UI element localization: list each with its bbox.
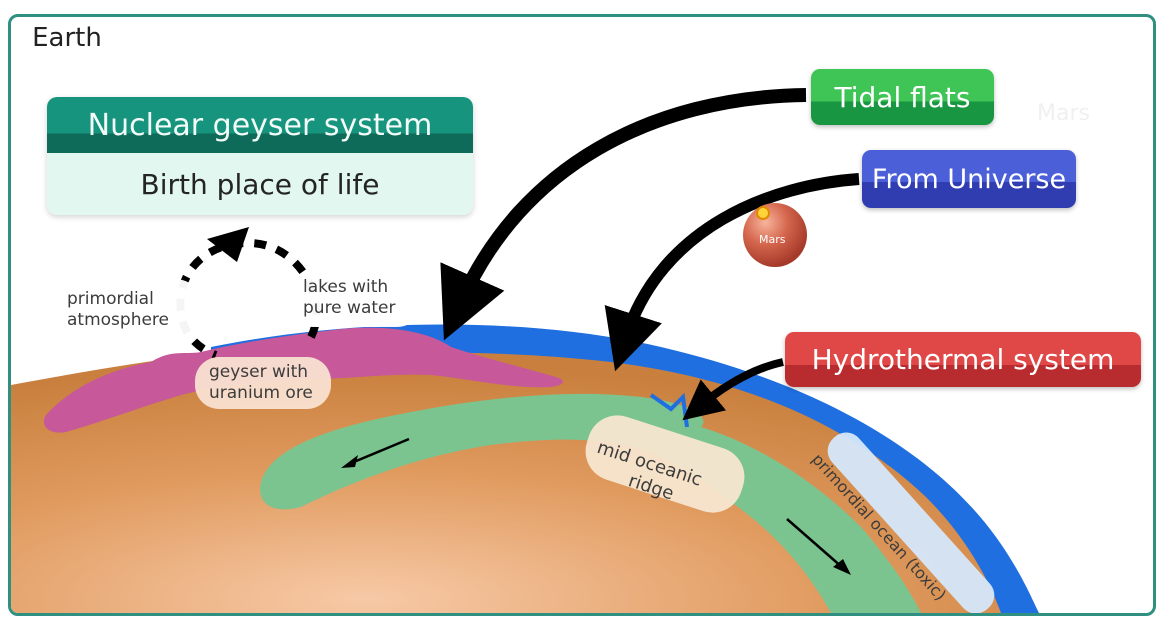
nuclear-geyser-card: Nuclear geyser system Birth place of lif… <box>47 97 473 215</box>
primordial-line2: atmosphere <box>67 310 169 331</box>
arrow-from-universe <box>626 179 859 337</box>
diagram-frame: Nuclear geyser system Birth place of lif… <box>8 14 1156 616</box>
mars-watermark: Mars <box>1037 101 1090 126</box>
geyser-line2: uranium ore <box>209 383 313 404</box>
geyser-line1: geyser with <box>209 362 313 383</box>
primordial-atmosphere-label: primordial atmosphere <box>67 289 169 331</box>
geyser-label: geyser with uranium ore <box>209 362 313 404</box>
lakes-line2: pure water <box>303 298 395 319</box>
cycle-arrowhead <box>207 227 249 262</box>
nuclear-geyser-title: Nuclear geyser system <box>47 97 473 153</box>
hydrothermal-system-box: Hydrothermal system <box>785 332 1141 387</box>
lakes-label: lakes with pure water <box>303 277 395 319</box>
mars-label: Mars <box>759 233 786 246</box>
impact-spark-icon <box>757 207 769 219</box>
lakes-line1: lakes with <box>303 277 395 298</box>
tidal-flats-box: Tidal flats <box>811 69 994 125</box>
primordial-line1: primordial <box>67 289 169 310</box>
birth-place-subtitle: Birth place of life <box>47 153 473 215</box>
from-universe-box: From Universe <box>862 150 1076 208</box>
